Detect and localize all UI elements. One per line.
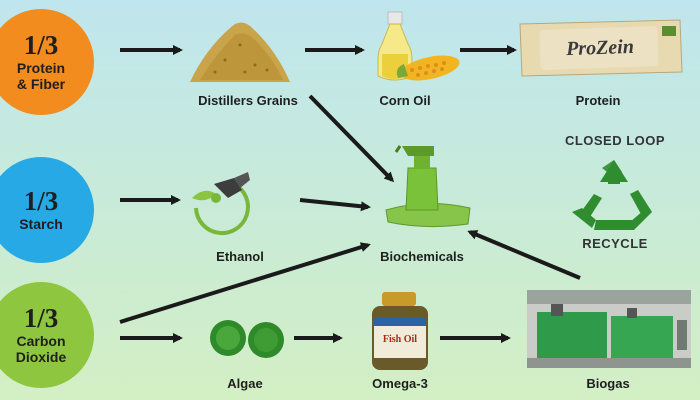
label-algae: Algae	[227, 376, 263, 391]
source-label: Carbon	[16, 333, 66, 349]
source-label: Protein	[16, 60, 66, 76]
source-label: & Fiber	[16, 76, 66, 92]
source-starch: 1/3 Starch	[0, 157, 94, 263]
fuel-nozzle-icon	[192, 172, 250, 235]
grain-pile-icon	[190, 22, 290, 83]
arrow-ethanol-to-biochemicals	[299, 198, 371, 212]
bottle-label-text: Fish Oil	[383, 334, 417, 345]
label-biochemicals: Biochemicals	[380, 249, 464, 264]
generator-icon	[527, 290, 691, 368]
recycle-title: RECYCLE	[582, 236, 648, 251]
label-distillers-grains: Distillers Grains	[198, 93, 298, 108]
label-protein: Protein	[575, 93, 621, 108]
source-fraction: 1/3	[23, 186, 59, 216]
recycle-icon	[572, 160, 652, 230]
algae-dish-icon	[210, 320, 284, 358]
label-corn-oil: Corn Oil	[379, 93, 431, 108]
source-carbon-dioxide: 1/3 Carbon Dioxide	[0, 282, 94, 388]
label-ethanol: Ethanol	[216, 249, 264, 264]
spray-bottle-icon	[385, 145, 471, 228]
protein-bar-icon: ProZein	[519, 19, 683, 77]
label-biogas: Biogas	[586, 376, 630, 391]
source-fraction: 1/3	[23, 303, 59, 333]
source-protein-fiber: 1/3 Protein & Fiber	[0, 9, 94, 115]
closed-loop-title: CLOSED LOOP	[564, 133, 666, 148]
arrow-grains-to-biochemicals	[308, 94, 395, 183]
source-label: Dioxide	[15, 349, 67, 365]
source-fraction: 1/3	[23, 30, 59, 60]
bar-wrapper-text: ProZein	[565, 36, 635, 60]
source-label: Starch	[19, 216, 63, 232]
label-omega-3: Omega-3	[372, 376, 428, 391]
arrow-biogas-to-biochemicals	[467, 230, 581, 280]
corn-cob-icon	[396, 55, 460, 81]
arrow-carbon-to-biochemicals	[119, 242, 371, 324]
supplement-bottle-icon: Fish Oil	[372, 292, 428, 370]
